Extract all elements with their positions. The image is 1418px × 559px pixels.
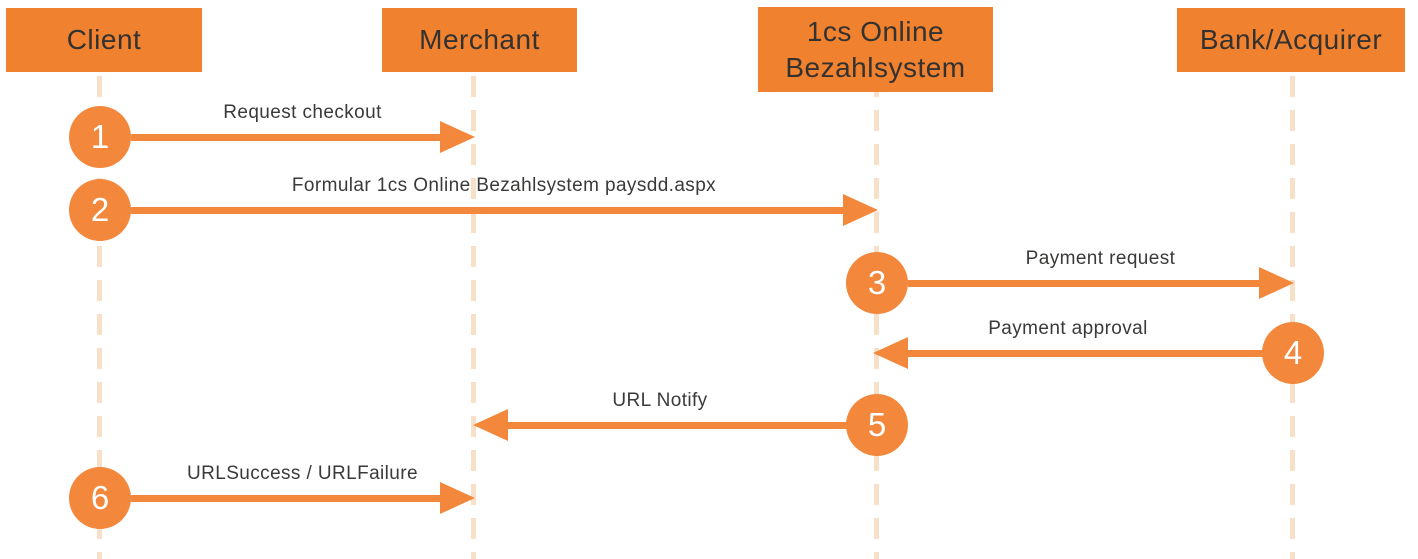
arrowhead-right-icon [440,482,475,514]
message-label: Request checkout [223,102,382,123]
actor-box-bezahlsystem: 1cs Online Bezahlsystem [758,7,993,92]
lifeline-bezahlsystem [874,76,879,559]
step-number-badge: 5 [846,394,908,456]
actor-box-merchant: Merchant [382,8,577,72]
arrowhead-right-icon [1259,267,1294,299]
step-number-badge: 6 [69,467,131,529]
actor-label-merchant: Merchant [419,24,540,55]
actor-box-bank: Bank/Acquirer [1177,8,1405,72]
arrow-line [131,207,845,214]
actor-label-client: Client [66,24,142,55]
arrow-line [506,422,848,429]
message-label: Payment approval [988,318,1148,339]
lifeline-client [97,76,102,559]
message-label: Payment request [1025,248,1176,269]
message-label: URLSuccess / URLFailure [187,463,418,484]
message-label: URL Notify [612,390,708,411]
step-number-badge: 1 [69,106,131,168]
message-label: Formular 1cs Online Bezahlsystem paysdd.… [291,175,717,196]
arrowhead-left-icon [873,337,908,369]
arrow-line [906,350,1264,357]
arrowhead-right-icon [843,194,878,226]
lifeline-merchant [471,76,476,559]
arrow-line [908,280,1261,287]
actor-box-client: Client [6,8,202,72]
step-number-badge: 4 [1262,322,1324,384]
arrow-line [131,134,442,141]
lifeline-bank [1290,76,1295,559]
actor-label-bezahlsystem: 1cs Online Bezahlsystem [785,15,966,83]
step-number-badge: 3 [846,252,908,314]
step-number-badge: 2 [69,179,131,241]
actor-label-bank: Bank/Acquirer [1199,24,1383,55]
arrowhead-left-icon [473,409,508,441]
arrowhead-right-icon [440,121,475,153]
arrow-line [131,495,442,502]
